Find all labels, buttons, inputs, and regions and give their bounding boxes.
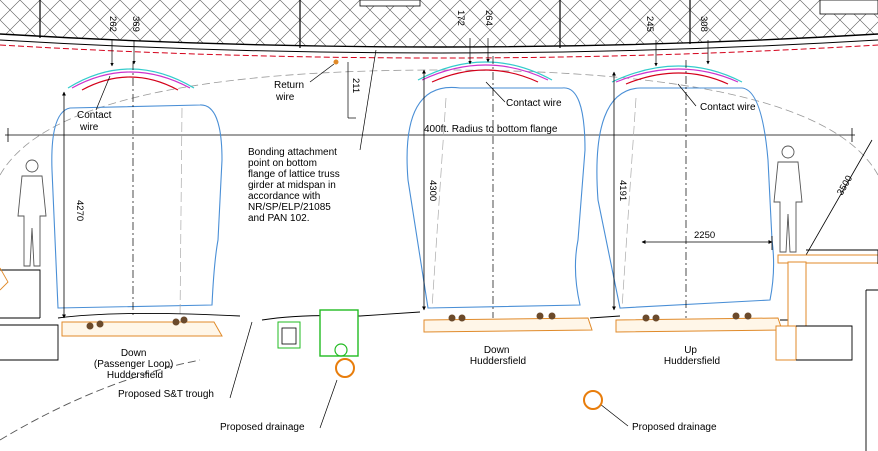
drainage-label-left: Proposed drainage (220, 422, 305, 433)
height-dimensions (62, 69, 616, 319)
drainage-pipe-right (583, 390, 603, 410)
contact-wire-label-left: Contact wire (77, 110, 114, 133)
st-trough-label: Proposed S&T trough (118, 389, 214, 400)
dim-308: 308 (698, 16, 709, 32)
dim-264: 264 (483, 10, 494, 26)
dim-4191: 4191 (617, 180, 628, 201)
dim-172: 172 (455, 10, 466, 26)
st-trough (277, 309, 359, 357)
left-platform (0, 267, 201, 441)
dim-262: 262 (107, 16, 118, 32)
lattice-truss-girder (0, 0, 878, 59)
human-figure-right (773, 145, 803, 253)
radius-dimension: 400ft. Radius to bottom flange (5, 124, 855, 142)
dim-211: 211 (350, 78, 361, 93)
dim-4270: 4270 (74, 200, 85, 221)
right-pier (775, 249, 878, 451)
track-label-mid: Down Huddersfield (470, 345, 526, 367)
contact-wire-label-right: Contact wire (700, 102, 756, 113)
dim-245: 245 (644, 16, 655, 32)
dim-2250: 2250 (694, 230, 715, 241)
return-wire-label: Return wire (274, 80, 307, 103)
dim-3500: 3500 (835, 174, 855, 198)
drainage-label-right: Proposed drainage (632, 422, 717, 433)
track-beds (61, 312, 783, 337)
track-label-right: Up Huddersfield (664, 345, 720, 367)
gauge-outlines (51, 86, 775, 309)
dim-4300: 4300 (427, 180, 438, 201)
human-figure-left (17, 159, 47, 267)
radius-note: 400ft. Radius to bottom flange (424, 124, 558, 135)
drainage-pipe-left (335, 358, 355, 378)
track-centrelines (132, 56, 687, 318)
track-label-left: Down (Passenger Loop) Huddersfield (94, 348, 176, 381)
contact-wire-label-mid: Contact wire (506, 98, 562, 109)
contact-wires (67, 61, 743, 91)
dim-369: 369 (130, 16, 141, 32)
bonding-note: Bonding attachment point on bottom flang… (248, 147, 343, 224)
